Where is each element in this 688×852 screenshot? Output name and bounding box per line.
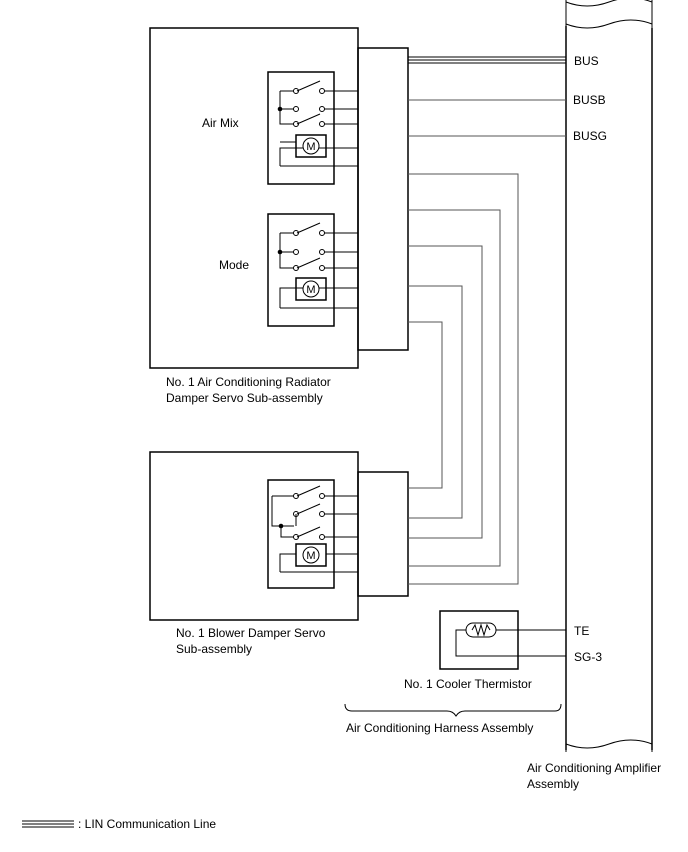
radiator-servo-label-1: No. 1 Air Conditioning Radiator [166,375,331,389]
harness-bracket: Air Conditioning Harness Assembly [344,703,562,735]
radiator-servo-label-2: Damper Servo Sub-assembly [166,391,323,405]
harness-assembly-label: Air Conditioning Harness Assembly [346,721,533,735]
harness-wires [408,173,519,585]
mode-unit: M [267,213,358,327]
terminal-busg: BUSG [573,129,607,143]
terminal-sg3: SG-3 [574,650,602,664]
amplifier-label-2: Assembly [527,777,579,791]
amplifier-label-1: Air Conditioning Amplifier [527,761,661,775]
mode-label: Mode [219,258,249,272]
bus-wires [408,56,566,137]
amplifier-assembly [565,0,653,752]
radiator-damper-servo: M M Air Mix Mode No. 1 Air Conditioning … [149,27,409,405]
legend: : LIN Communication Line [22,817,216,831]
blower-damper-servo: M No. 1 Blower Damper Servo Sub-assembly [149,451,409,656]
cooler-thermistor: No. 1 Cooler Thermistor [404,610,566,691]
air-mix-unit: M [267,71,358,185]
air-mix-label: Air Mix [202,116,239,130]
terminal-te: TE [574,624,589,638]
motor-symbol: M [306,141,315,153]
legend-lin-label: : LIN Communication Line [78,817,216,831]
blower-servo-label-1: No. 1 Blower Damper Servo [176,626,326,640]
terminal-bus: BUS [574,54,599,68]
terminal-busb: BUSB [573,93,606,107]
motor-symbol: M [306,284,315,296]
motor-symbol: M [306,550,315,562]
blower-servo-label-2: Sub-assembly [176,642,252,656]
cooler-thermistor-label: No. 1 Cooler Thermistor [404,677,532,691]
